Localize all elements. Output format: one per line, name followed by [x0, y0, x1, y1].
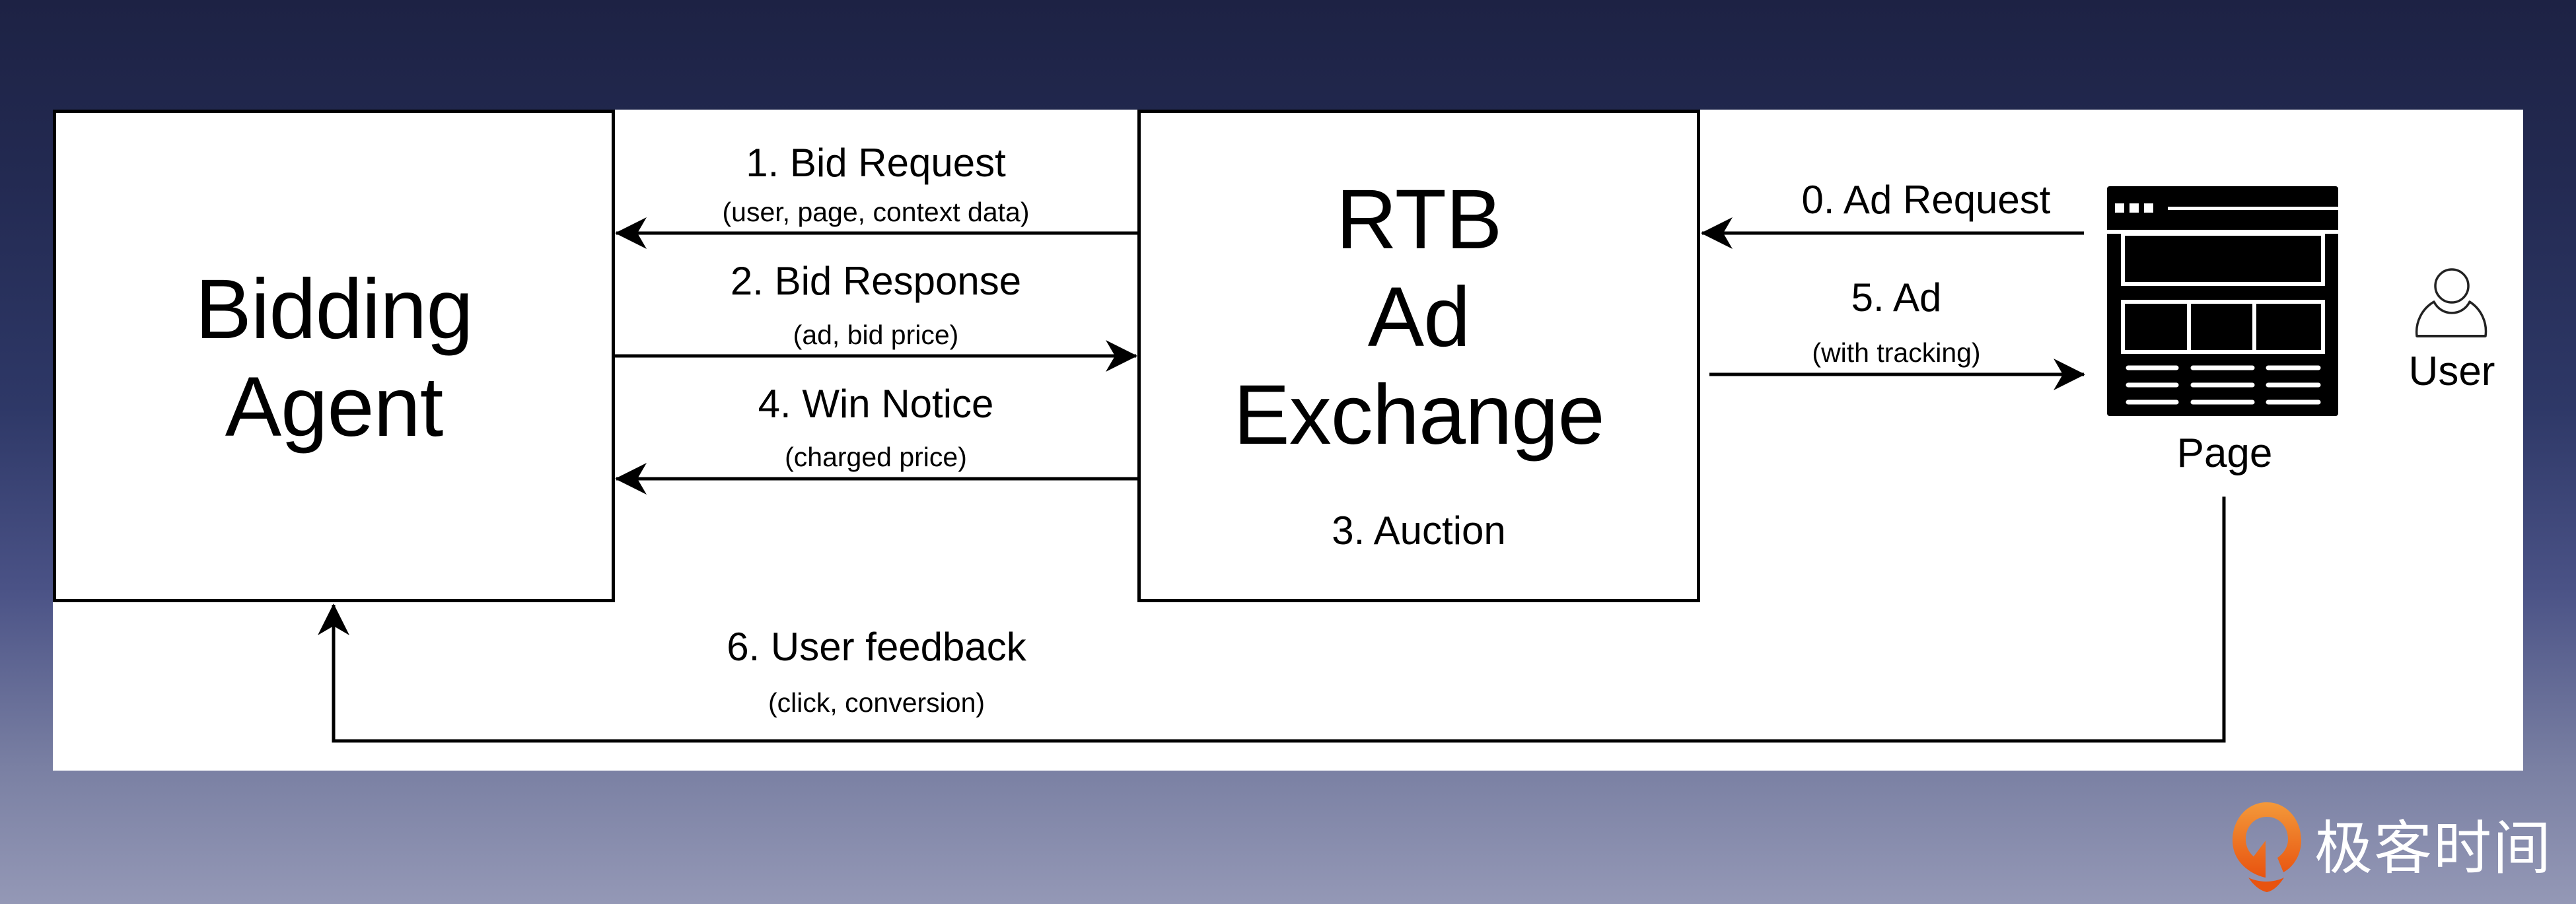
bidding-agent-title-line-1: Bidding [195, 262, 474, 357]
rtb-ad-exchange-box: RTB Ad Exchange 3. Auction [1137, 110, 1700, 602]
bid-response-label: 2. Bid Response [730, 259, 1022, 303]
geektime-watermark: 极客时间 [2233, 802, 2556, 895]
rtb-ad-exchange-title: RTB Ad Exchange [1141, 171, 1697, 464]
bidding-agent-title: Bidding Agent [56, 261, 612, 456]
bidding-agent-box: Bidding Agent [53, 110, 615, 602]
webpage-icon [2107, 186, 2338, 416]
bid-request-sublabel: (user, page, context data) [722, 197, 1030, 227]
user-feedback-sublabel: (click, conversion) [768, 687, 985, 718]
geektime-logo-icon [2233, 802, 2301, 892]
rtb-title-line-3: Exchange [1233, 368, 1604, 462]
geektime-logo-text: 极客时间 [2314, 814, 2553, 882]
user-label: User [2408, 349, 2495, 394]
rtb-title-line-2: Ad [1367, 270, 1471, 365]
auction-step-label: 3. Auction [1332, 508, 1506, 553]
win-notice-sublabel: (charged price) [785, 442, 967, 472]
ad-label: 5. Ad [1851, 275, 1942, 320]
win-notice-label: 4. Win Notice [758, 382, 994, 426]
ad-request-label: 0. Ad Request [1801, 178, 2051, 222]
user-icon [2415, 268, 2487, 337]
bid-request-label: 1. Bid Request [746, 141, 1006, 185]
bid-response-sublabel: (ad, bid price) [793, 320, 959, 350]
arrow-user-feedback [318, 497, 2226, 743]
bidding-agent-title-line-2: Agent [225, 360, 444, 454]
page-label: Page [2176, 431, 2273, 476]
ad-sublabel: (with tracking) [1812, 337, 1981, 368]
user-feedback-label: 6. User feedback [727, 625, 1026, 669]
rtb-title-line-1: RTB [1336, 172, 1503, 267]
